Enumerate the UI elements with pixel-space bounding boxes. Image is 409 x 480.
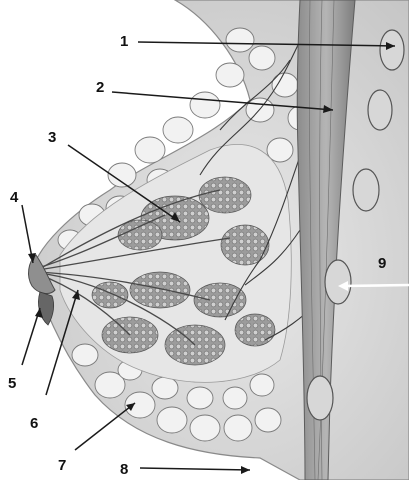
label-7: 7 xyxy=(58,457,66,474)
label-2: 2 xyxy=(96,79,104,96)
label-6: 6 xyxy=(30,415,38,432)
label-9: 9 xyxy=(378,255,386,272)
label-1: 1 xyxy=(120,33,128,50)
label-8: 8 xyxy=(120,461,128,478)
label-4: 4 xyxy=(10,189,19,206)
label-3: 3 xyxy=(48,129,56,146)
label-5: 5 xyxy=(8,375,16,392)
